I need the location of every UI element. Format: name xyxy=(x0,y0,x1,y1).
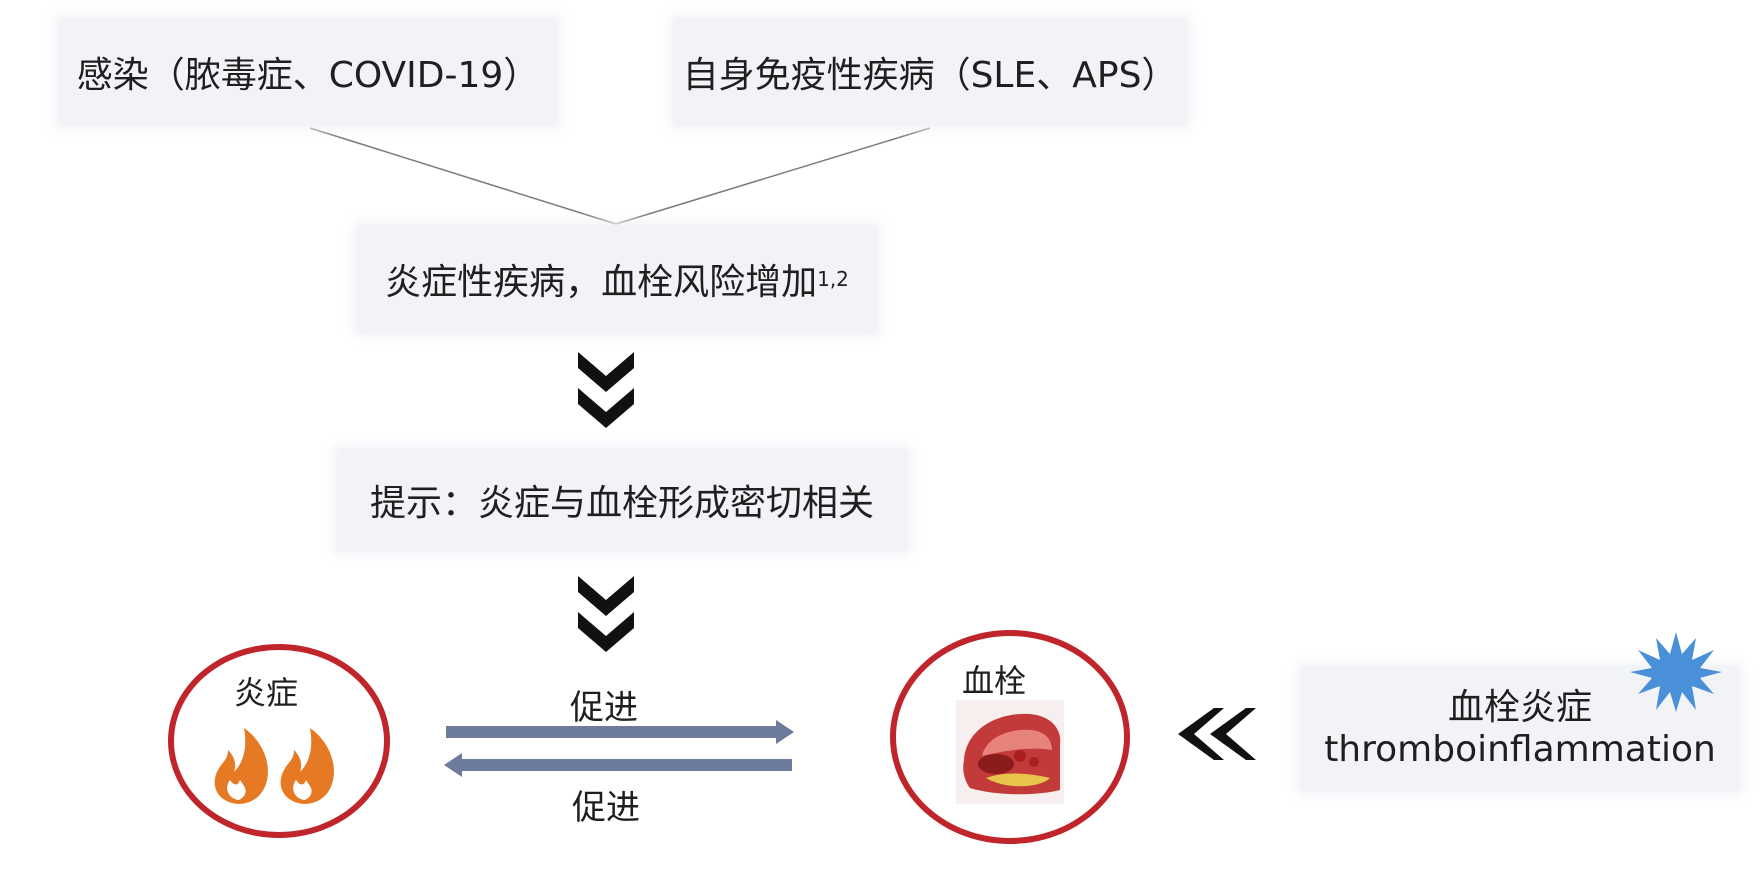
thrombus-vessel-icon xyxy=(956,700,1064,804)
thrombus-label: 血栓 xyxy=(962,662,1027,700)
promote-backward-label: 促进 xyxy=(572,788,640,828)
node-infection-label: 感染（脓毒症、COVID-19） xyxy=(76,55,540,96)
promote-forward-label: 促进 xyxy=(570,688,638,728)
reference-superscript: 1,2 xyxy=(817,267,849,291)
double-chevron-down-icon xyxy=(578,576,634,652)
node-inflammatory-disease-label: 炎症性疾病，血栓风险增加 xyxy=(385,262,818,303)
node-hint-label: 提示：炎症与血栓形成密切相关 xyxy=(369,483,874,524)
node-autoimmune-label: 自身免疫性疾病（SLE、APS） xyxy=(682,55,1178,96)
thromboinflammation-en-label: thromboinflammation xyxy=(1324,729,1716,770)
double-chevron-down-icon xyxy=(578,352,634,428)
promote-backward-arrow xyxy=(444,753,792,777)
inflammation-circle xyxy=(168,644,390,838)
thromboinflammation-cn-label: 血栓炎症 xyxy=(1447,687,1592,728)
node-infection: 感染（脓毒症、COVID-19） xyxy=(58,18,558,126)
node-autoimmune: 自身免疫性疾病（SLE、APS） xyxy=(672,18,1188,126)
double-chevron-left-icon xyxy=(1178,708,1256,760)
node-thromboinflammation: 血栓炎症 thromboinflammation xyxy=(1300,666,1740,792)
inflammation-label: 炎症 xyxy=(234,674,299,712)
node-hint: 提示：炎症与血栓形成密切相关 xyxy=(336,448,908,552)
burst-icon xyxy=(1630,632,1722,712)
promote-forward-arrow xyxy=(446,720,794,744)
flame-icon xyxy=(214,728,334,804)
